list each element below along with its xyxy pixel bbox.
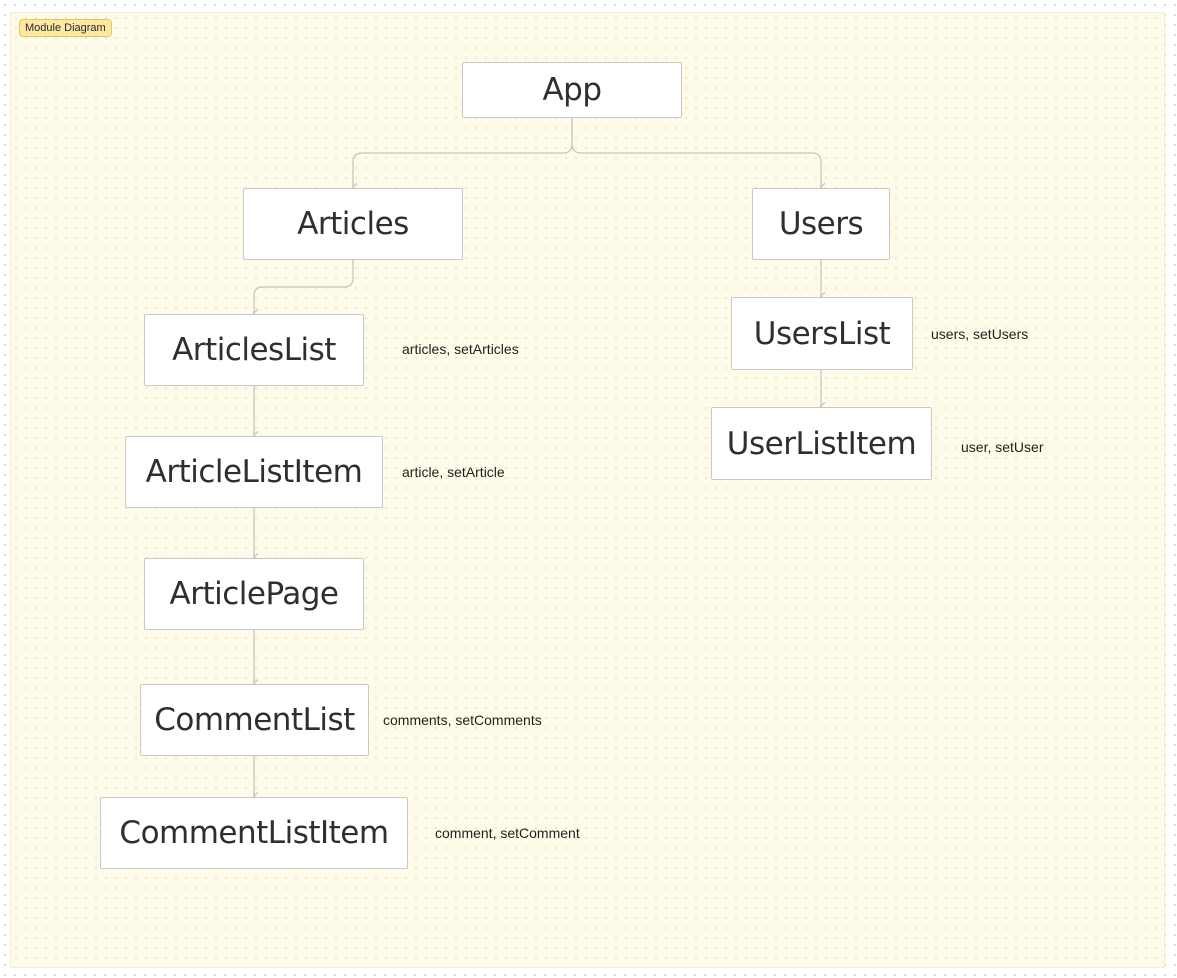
edge-app-articles xyxy=(353,118,573,187)
edge-app-users xyxy=(571,118,821,187)
frame-label[interactable]: Module Diagram xyxy=(19,19,112,37)
note-article-list-item[interactable]: article, setArticle xyxy=(402,464,505,480)
node-comment-list[interactable]: CommentList xyxy=(140,684,369,756)
node-articles-list[interactable]: ArticlesList xyxy=(144,314,364,386)
node-article-list-item[interactable]: ArticleListItem xyxy=(125,436,383,508)
node-comment-list-item[interactable]: CommentListItem xyxy=(100,797,408,869)
node-users[interactable]: Users xyxy=(752,188,890,260)
note-comment-list[interactable]: comments, setComments xyxy=(383,712,542,728)
node-app[interactable]: App xyxy=(462,62,682,118)
edge-articles-articleslist xyxy=(254,260,354,313)
note-articles-list[interactable]: articles, setArticles xyxy=(402,341,519,357)
node-article-page[interactable]: ArticlePage xyxy=(144,558,364,630)
node-user-list-item[interactable]: UserListItem xyxy=(711,407,932,480)
note-comment-list-item[interactable]: comment, setComment xyxy=(435,825,580,841)
note-user-list-item[interactable]: user, setUser xyxy=(961,439,1044,455)
node-articles[interactable]: Articles xyxy=(243,188,463,260)
note-users-list[interactable]: users, setUsers xyxy=(931,326,1029,342)
node-users-list[interactable]: UsersList xyxy=(731,297,913,370)
